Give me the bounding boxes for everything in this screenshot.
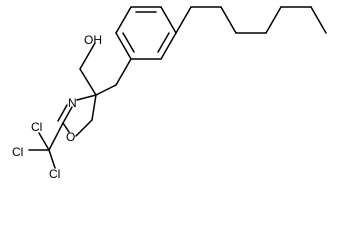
oxazoline-ring: N O bbox=[57, 94, 97, 144]
oxazoline-bond-c5-o bbox=[75, 119, 93, 137]
oxazoline-double-bond bbox=[57, 104, 68, 122]
oxazoline-bond-o-c2 bbox=[62, 122, 70, 133]
ring-bond-4 bbox=[115, 6, 132, 34]
n-label: N bbox=[68, 96, 77, 110]
o-label: O bbox=[66, 130, 75, 144]
hydroxymethyl-bond-2 bbox=[79, 42, 96, 70]
chain-bond-7 bbox=[310, 6, 327, 34]
cl-top-bond bbox=[38, 132, 50, 151]
ring-inner-bond-1 bbox=[157, 32, 170, 53]
cl-top-label: Cl bbox=[31, 120, 42, 134]
chemical-structure-diagram: OH N O Cl Cl Cl bbox=[12, 6, 327, 181]
ring-inner-bond-2 bbox=[122, 32, 135, 53]
oxazoline-bond-c4-c5 bbox=[91, 94, 97, 121]
benzene-ring bbox=[115, 6, 177, 60]
molecule-svg: OH N O Cl Cl Cl bbox=[12, 6, 327, 181]
benzyl-linker bbox=[95, 58, 132, 96]
octyl-chain bbox=[175, 6, 327, 34]
hydroxymethyl-bond-1 bbox=[79, 68, 97, 96]
cl-bottom-label: Cl bbox=[49, 167, 60, 181]
chain-bond-5 bbox=[265, 6, 282, 34]
oxazoline-bond-c4-n bbox=[76, 94, 97, 101]
oxazoline-bond-c2-n bbox=[62, 106, 73, 124]
ring-bond-6 bbox=[160, 6, 177, 34]
benzyl-bond bbox=[115, 58, 132, 86]
chain-bond-3 bbox=[220, 6, 237, 34]
cl-left-label: Cl bbox=[12, 145, 23, 159]
ccl3-bond bbox=[48, 122, 64, 151]
chain-bond-1 bbox=[175, 6, 192, 34]
oh-label: OH bbox=[84, 33, 102, 47]
trichloromethyl-group: Cl Cl Cl bbox=[12, 120, 64, 181]
quaternary-link-bond bbox=[95, 84, 117, 96]
ring-bond-1 bbox=[160, 32, 177, 60]
ring-bond-3 bbox=[115, 32, 132, 60]
cl-bottom-bond bbox=[48, 149, 56, 169]
hydroxymethyl-group: OH bbox=[79, 33, 102, 96]
